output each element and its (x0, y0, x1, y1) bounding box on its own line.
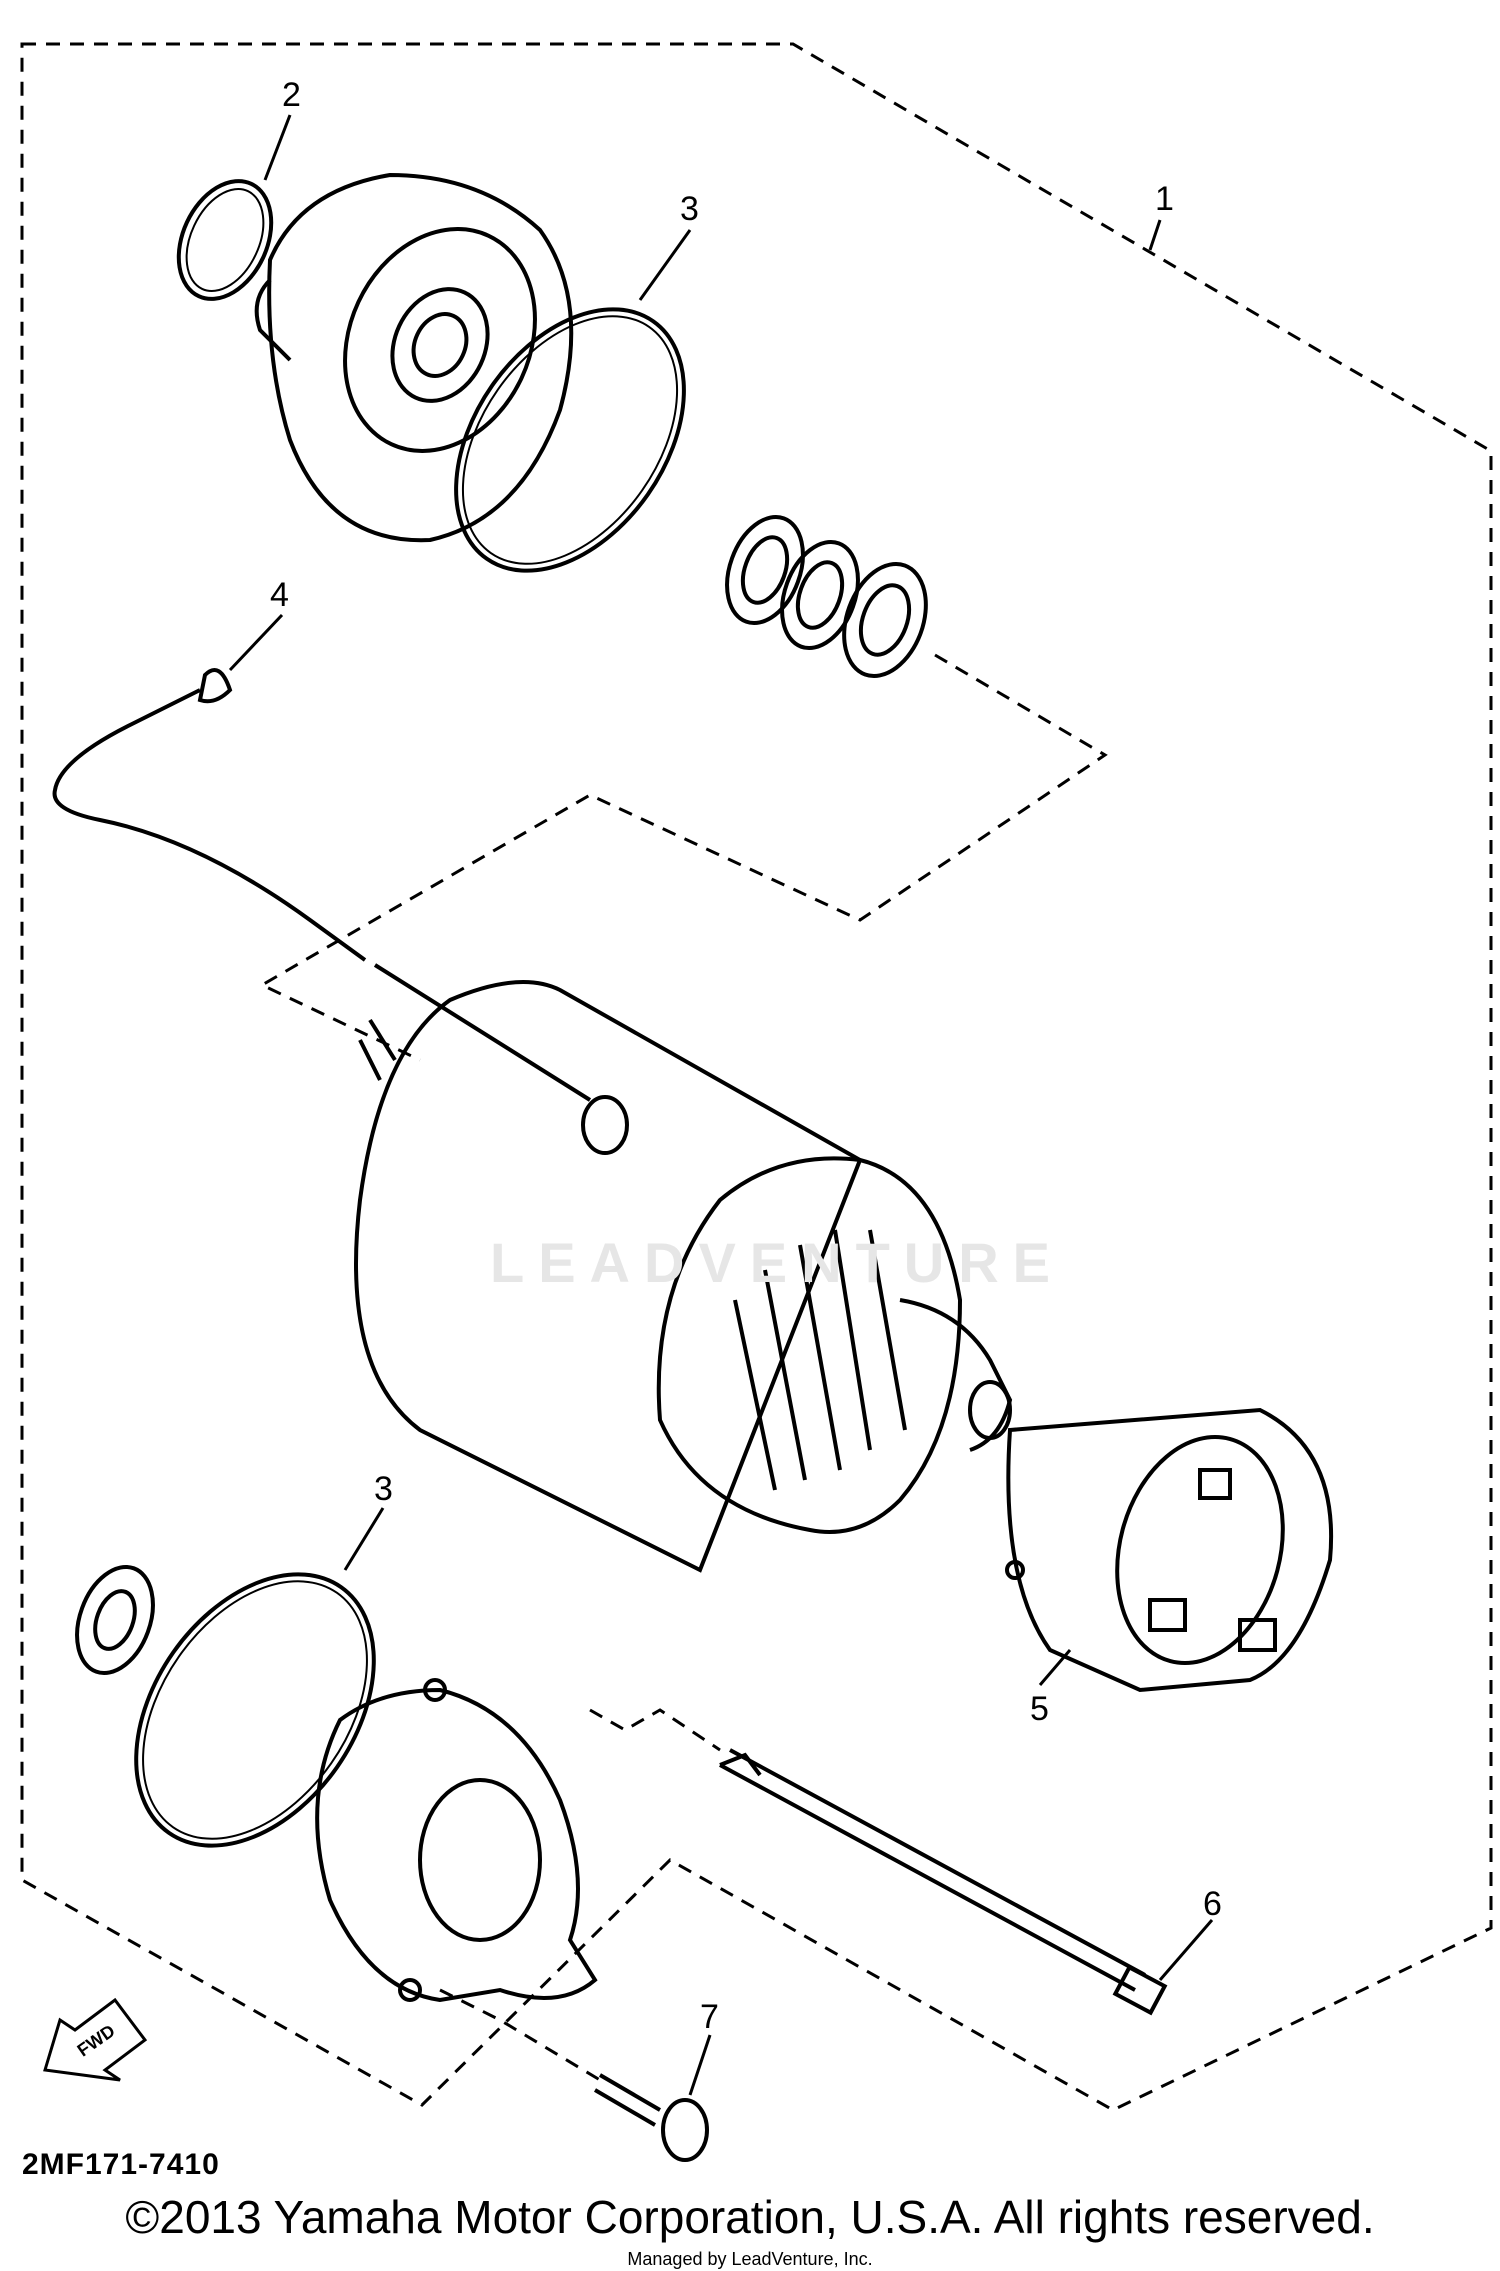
leader-lines (228, 114, 1214, 2096)
callout-4: 4 (270, 576, 289, 614)
guide-line (258, 653, 1108, 1062)
callout-5: 5 (1030, 1690, 1049, 1728)
rear-cover (315, 1678, 598, 2003)
callout-6: 6 (1203, 1885, 1222, 1923)
washer-lower (75, 1564, 155, 1676)
o-ring-part-2 (176, 179, 274, 301)
front-cover (254, 172, 574, 543)
lead-wire-part-4 (52, 668, 629, 1155)
o-ring-part-3-lower (134, 1572, 376, 1848)
callout-3-lower: 3 (374, 1470, 393, 1508)
part-code: 2MF171-7410 (22, 2148, 220, 2181)
callout-7: 7 (700, 1998, 719, 2036)
callout-2: 2 (282, 76, 301, 114)
copyright-text: ©2013 Yamaha Motor Corporation, U.S.A. A… (125, 2191, 1375, 2243)
fwd-arrow-icon: FWD (43, 1997, 148, 2082)
bolt-part-7 (593, 2073, 709, 2162)
starter-yoke (354, 980, 1013, 1573)
managed-by-text: Managed by LeadVenture, Inc. (627, 2249, 873, 2269)
brush-holder-part-5 (1005, 1407, 1334, 1693)
callout-1: 1 (1155, 180, 1174, 218)
through-bolt-part-6 (719, 1748, 1168, 2016)
washers (725, 514, 928, 679)
assembly-boundary (20, 42, 1493, 2112)
guide-line (439, 1988, 601, 2082)
o-ring-part-3-upper (454, 307, 686, 573)
guide-line (589, 1708, 721, 1752)
watermark-logo: LEADVENTURE (490, 1231, 1065, 1294)
callout-3-upper: 3 (680, 190, 699, 228)
